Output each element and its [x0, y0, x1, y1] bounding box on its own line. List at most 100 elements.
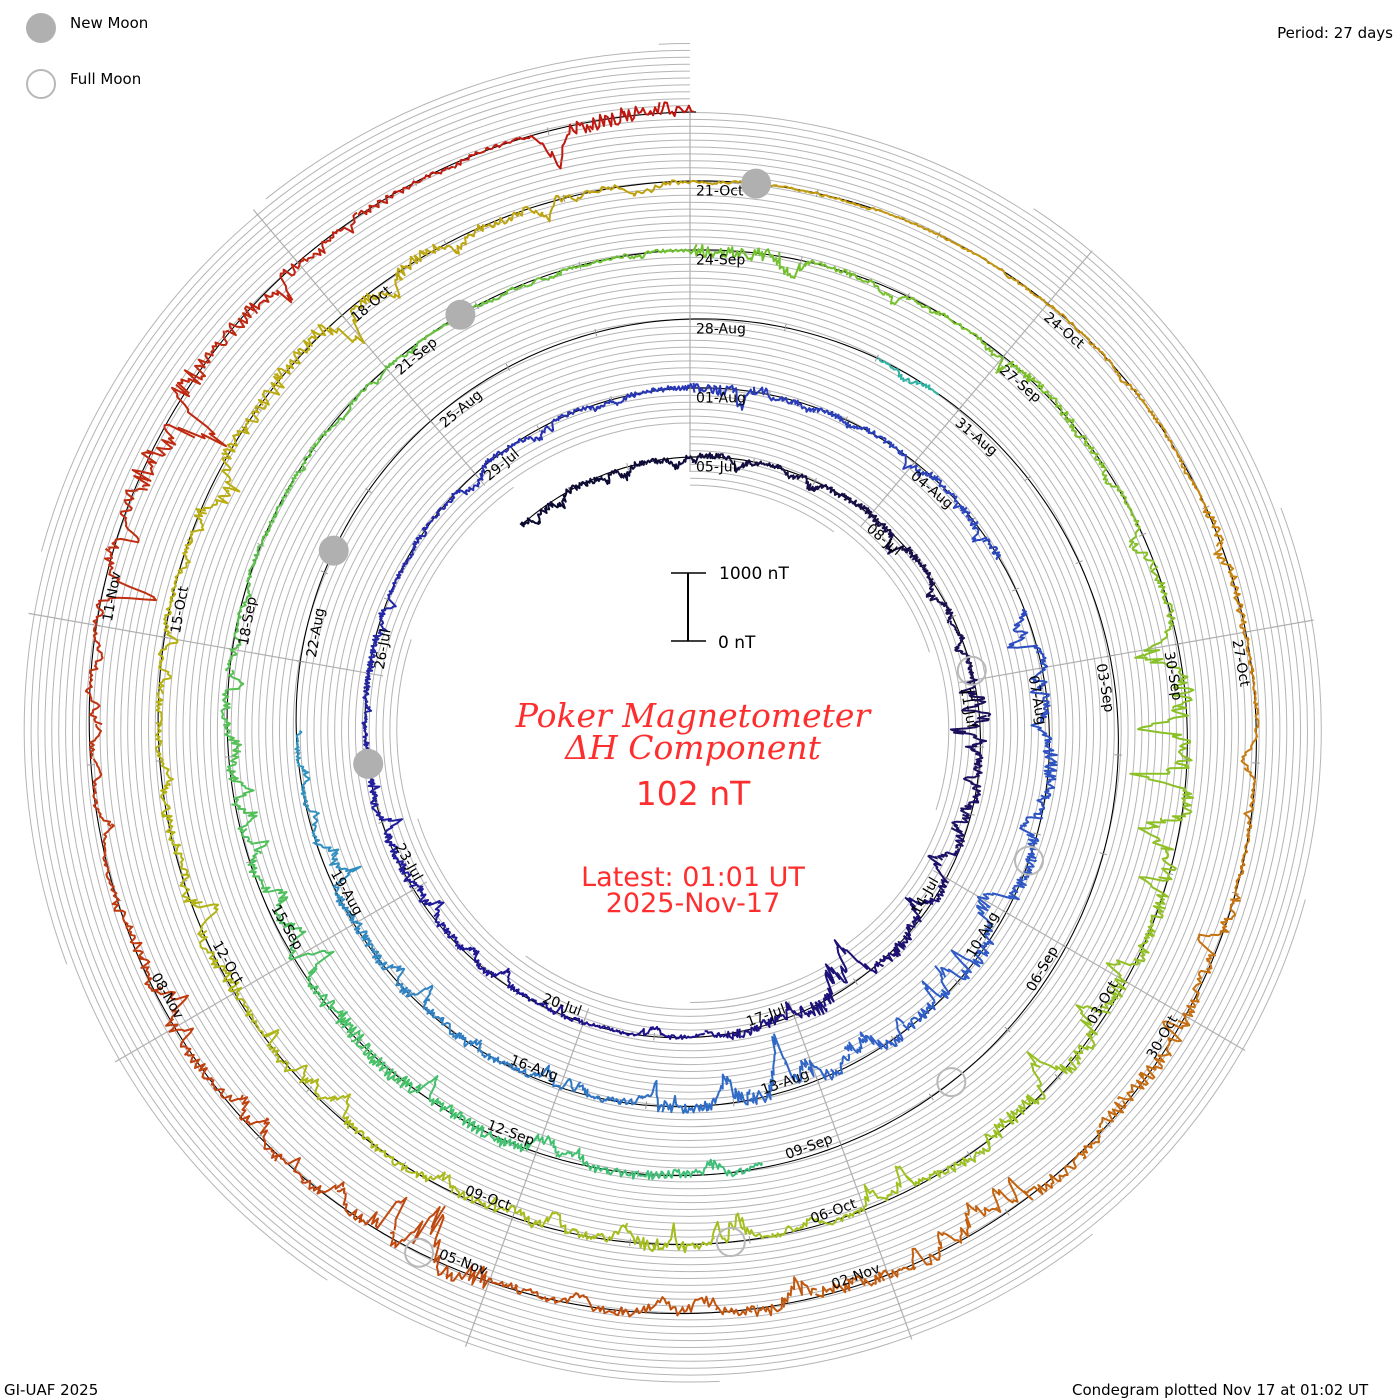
- trace-segment: [971, 251, 1003, 271]
- trace-segment: [1023, 858, 1038, 881]
- full-moon-marker: [715, 1227, 746, 1258]
- trace-segment: [161, 814, 181, 847]
- trace-segment: [315, 423, 337, 447]
- trace-segment: [660, 457, 680, 471]
- trace-segment: [785, 471, 805, 480]
- trace-segment: [505, 281, 535, 294]
- trace-segment: [911, 297, 939, 315]
- grid-arc: [189, 229, 1191, 1231]
- grid-arc: [37, 77, 720, 1383]
- trace-segment: [693, 244, 726, 258]
- trace-segment: [362, 937, 380, 961]
- trace-segment: [1024, 287, 1055, 309]
- new-moon-legend-icon: [26, 13, 56, 43]
- trace-segment: [396, 1161, 428, 1179]
- trace-segment: [902, 1011, 927, 1031]
- trace-segment: [514, 1065, 539, 1078]
- trace-segment: [95, 596, 157, 620]
- trace-segment: [704, 1030, 724, 1038]
- trace-segment: [1105, 957, 1141, 990]
- trace-segment: [1019, 816, 1044, 839]
- trace-segment: [259, 1117, 279, 1162]
- trace-segment: [1083, 440, 1105, 469]
- trace-segment: [576, 405, 600, 413]
- trace-segment: [273, 898, 293, 927]
- trace-segment: [771, 396, 794, 405]
- trace-segment: [954, 634, 966, 654]
- trace-segment: [247, 852, 264, 882]
- trace-segment: [843, 1037, 868, 1054]
- trace-segment: [722, 1028, 741, 1041]
- trace-segment: [631, 1170, 661, 1181]
- trace-segment: [583, 256, 615, 267]
- day-tick: [594, 328, 598, 337]
- trace-segment: [131, 451, 157, 488]
- date-label: 03-Oct: [1084, 978, 1122, 1028]
- trace-segment: [681, 1237, 715, 1254]
- trace-segment: [749, 1084, 772, 1105]
- trace-segment: [492, 445, 510, 461]
- trace-segment: [563, 1014, 581, 1024]
- day-tick: [732, 1098, 735, 1107]
- trace-segment: [950, 949, 984, 974]
- trace-segment: [949, 620, 963, 637]
- day-spoke: [252, 209, 486, 486]
- grid-arc: [279, 319, 1101, 1141]
- trace-segment: [532, 271, 562, 284]
- grid-arc: [258, 298, 1122, 1162]
- trace-segment: [288, 949, 335, 975]
- trace-segment: [712, 384, 736, 397]
- trace-segment: [479, 1126, 507, 1148]
- trace-segment: [171, 383, 228, 448]
- day-tick: [815, 1076, 820, 1084]
- trace-segment: [478, 216, 513, 232]
- trace-segment: [914, 465, 934, 480]
- trace-segment: [790, 187, 825, 198]
- trace-segment: [846, 1271, 886, 1287]
- trace-segment: [420, 165, 454, 182]
- trace-segment: [829, 488, 848, 501]
- trace-segment: [1171, 676, 1195, 710]
- trace-segment: [458, 1114, 484, 1135]
- trace-segment: [259, 879, 289, 901]
- trace-segment: [925, 576, 936, 597]
- grid-arc: [40, 56, 690, 552]
- date-label: 26-Jul: [372, 628, 395, 671]
- trace-segment: [1099, 350, 1121, 380]
- trace-segment: [480, 290, 509, 305]
- trace-segment: [1245, 636, 1255, 672]
- trace-segment: [705, 1073, 729, 1111]
- day-tick: [365, 488, 372, 494]
- trace-segment: [306, 967, 323, 1001]
- trace-segment: [1043, 753, 1058, 778]
- trace-segment: [1213, 541, 1235, 577]
- new-moon-marker: [445, 299, 476, 330]
- trace-segment: [782, 1276, 818, 1308]
- trace-segment: [577, 1084, 600, 1100]
- date-label: 03-Sep: [1093, 662, 1117, 713]
- trace-segment: [944, 604, 954, 624]
- trace-segment: [1137, 705, 1189, 738]
- trace-segment: [588, 107, 626, 131]
- trace-segment: [1118, 375, 1146, 402]
- grid-arc: [230, 270, 1150, 1190]
- trace-segment: [454, 224, 484, 255]
- grid-arc: [182, 222, 1198, 1238]
- trace-segment: [686, 1032, 706, 1039]
- grid-arc: [334, 374, 1046, 1086]
- day-tick: [427, 417, 434, 425]
- day-spoke: [28, 612, 384, 677]
- grid-arc: [23, 63, 690, 965]
- trace-segment: [963, 765, 983, 785]
- trace-segment: [966, 665, 978, 686]
- trace-segment: [1026, 375, 1052, 400]
- grid-arc: [92, 132, 1288, 1328]
- trace-segment: [843, 496, 863, 509]
- trace-segment: [160, 782, 171, 819]
- trace-segment: [1081, 1127, 1105, 1160]
- grid-arc: [292, 332, 1088, 1128]
- trace-segment: [1026, 1051, 1078, 1075]
- trace-segment: [275, 1153, 305, 1182]
- trace-segment: [905, 1170, 941, 1187]
